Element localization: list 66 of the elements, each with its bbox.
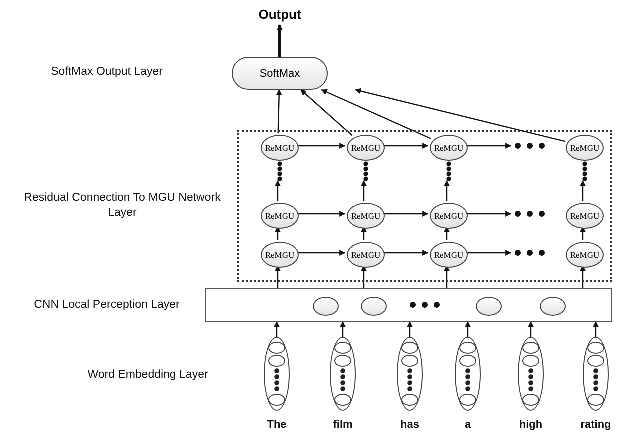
remgu-unit: ReMGU [347,203,385,229]
arrow [355,88,566,142]
remgu-unit: ReMGU [430,242,468,268]
feature-circle [313,297,339,316]
feature-circle [361,297,387,316]
remgu-unit: ReMGU [566,135,604,161]
arrow [297,211,346,217]
arrow [444,265,450,288]
layer-label: Residual Connection To MGU Network Layer [23,191,222,221]
softmax-node: SoftMax [232,57,328,90]
arrow [275,226,281,240]
word-label: a [464,419,472,431]
arrow [274,321,280,337]
word-label: has [400,419,420,431]
word-label: rating [580,419,612,431]
arrow [383,211,429,217]
layer-label: CNN Local Perception Layer [33,298,181,313]
arrow [383,143,429,149]
remgu-unit: ReMGU [566,242,604,268]
remgu-unit: ReMGU [430,203,468,229]
vertical-ellipsis-dots [363,161,369,183]
remgu-unit: ReMGU [347,242,385,268]
arrow [580,265,586,288]
remgu-unit: ReMGU [566,203,604,229]
remgu-unit: ReMGU [347,135,385,161]
arrow [466,250,512,256]
arrow [593,321,599,337]
remgu-unit: ReMGU [261,242,299,268]
cnn-layer-band [205,288,612,322]
arrow [465,321,471,337]
arrow [361,226,367,240]
remgu-unit: ReMGU [261,135,299,161]
arrow [297,143,346,149]
feature-circle [476,297,502,316]
arrow [361,265,367,288]
output-label: Output [250,3,310,25]
arrow [276,89,282,134]
dotted-layer-frame [237,130,612,282]
layer-label: Word Embedding Layer [86,368,210,383]
word-label: film [333,419,353,431]
arrow [528,321,534,337]
arrow [340,321,346,337]
arrow [275,265,281,288]
word-label: The [267,419,287,431]
arrow [297,250,346,256]
arrow [361,180,367,201]
arrow [300,90,353,136]
word-label: high [519,419,543,431]
vertical-ellipsis-dots [582,161,588,183]
arrow [444,180,450,201]
arrow [383,250,429,256]
arrow [277,24,283,57]
arrow [580,180,586,201]
remgu-unit: ReMGU [261,203,299,229]
vertical-ellipsis-dots [277,161,283,183]
remgu-unit: ReMGU [430,135,468,161]
arrow [580,226,586,240]
arrow [321,89,432,140]
arrow [466,143,512,149]
arrow [275,180,281,201]
arrow [444,226,450,240]
arrow [407,321,413,337]
arrow [466,211,512,217]
vertical-ellipsis-dots [446,161,452,183]
layer-label: SoftMax Output Layer [50,65,164,80]
feature-circle [540,297,566,316]
